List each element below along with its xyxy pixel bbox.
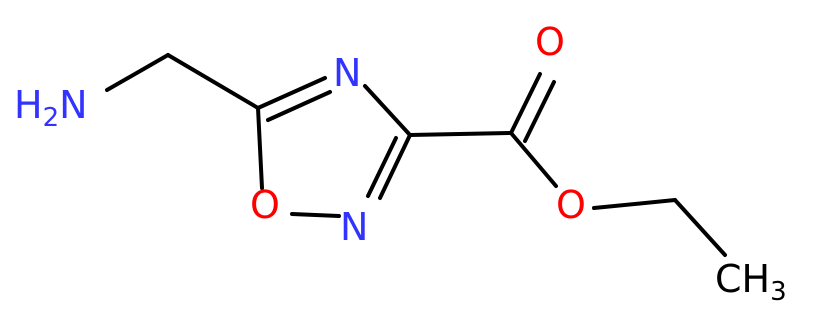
bond-ch2-c5 [166, 53, 260, 110]
bonds [105, 53, 727, 257]
bond-c3-n2-a [378, 133, 412, 200]
bond-oester-ch2 [592, 198, 677, 210]
bond-c-o-double-b [523, 80, 556, 143]
bond-o1-c5 [256, 106, 264, 190]
atom-ch3: CH3 [715, 257, 787, 307]
atom-n-bottom: N [340, 205, 368, 249]
atom-nh2: H2N [14, 83, 88, 133]
atom-o-ring: O [250, 183, 280, 227]
bond-c5-n4-b [266, 90, 332, 122]
atom-o-carbonyl: O [535, 20, 565, 64]
bond-n2-o1 [290, 212, 341, 218]
bond-c-o-double-a [509, 72, 542, 135]
bond-c5-n4-a [256, 76, 327, 110]
bond-c3-ccarbonyl [408, 131, 513, 137]
bond-c-oester [509, 131, 558, 188]
bond-n4-c3 [363, 84, 412, 137]
bond-ch2-ch3 [673, 198, 727, 257]
bond-c3-n2-b [366, 136, 398, 198]
bond-amine-ch2 [105, 53, 170, 92]
atom-o-ester: O [556, 183, 586, 227]
atom-labels: H2N N O N O O CH3 [14, 20, 787, 307]
atom-n-top: N [333, 51, 361, 95]
